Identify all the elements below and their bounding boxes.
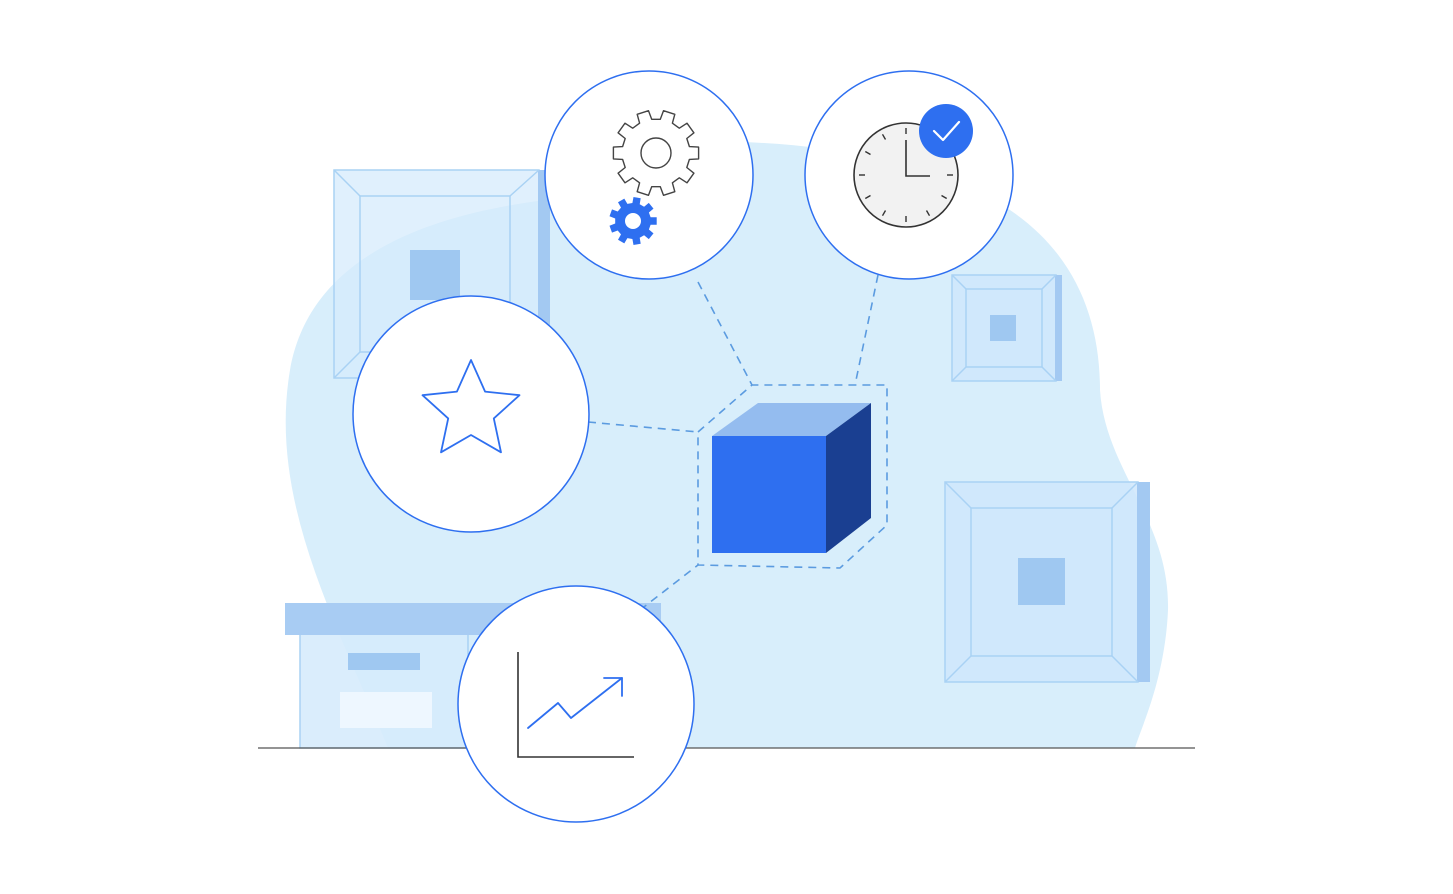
crate-right-small <box>951 274 1062 382</box>
gears-circle <box>544 70 754 280</box>
clock-check-icon <box>853 104 973 228</box>
star-icon <box>421 359 521 454</box>
check-icon <box>932 120 961 142</box>
check-badge <box>919 104 973 158</box>
gears-icon <box>612 110 700 196</box>
clock-circle <box>804 70 1014 280</box>
gear-small-icon <box>609 197 657 245</box>
growth-chart-icon <box>517 652 634 758</box>
cube-icon <box>712 403 871 553</box>
crate-right-large <box>944 481 1150 683</box>
star-circle <box>352 295 590 533</box>
chart-circle <box>457 585 695 823</box>
connectors <box>587 274 888 611</box>
